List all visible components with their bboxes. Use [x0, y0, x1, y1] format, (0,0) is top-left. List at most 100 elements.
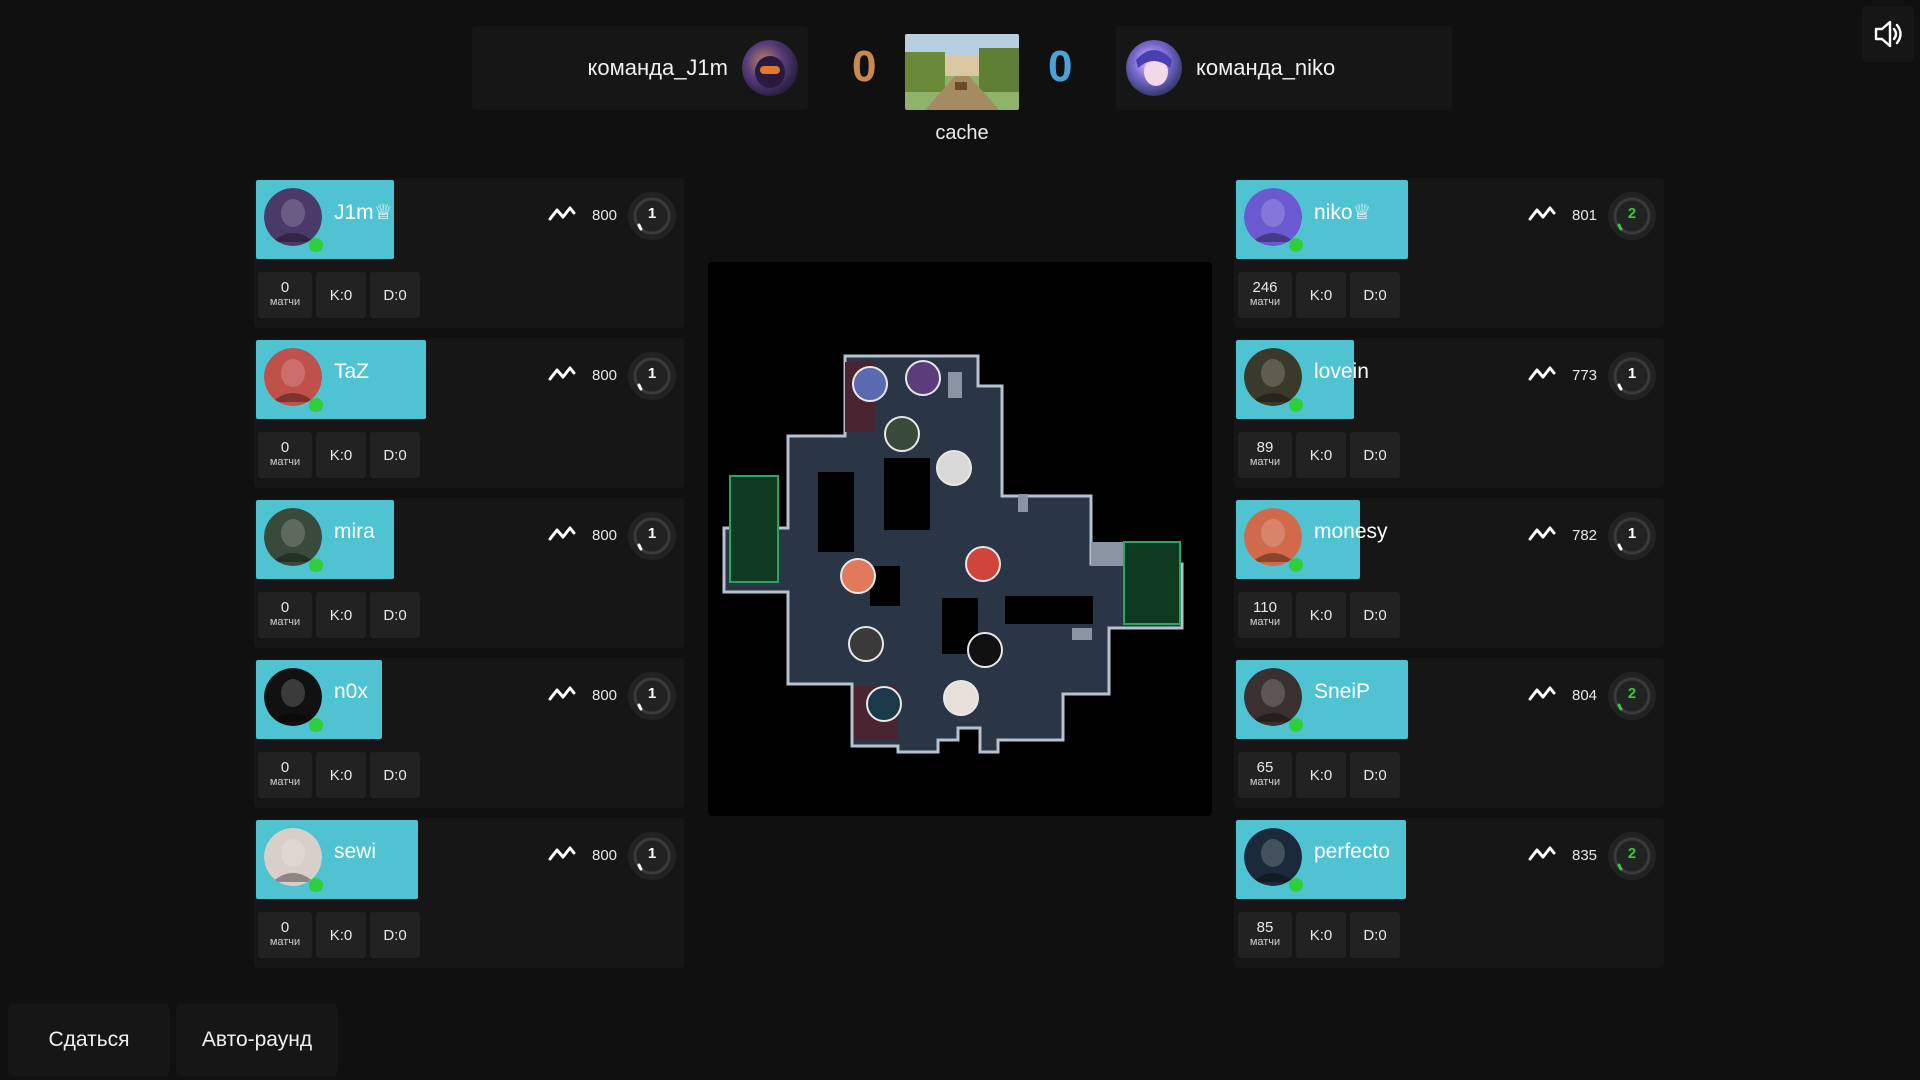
surrender-button[interactable]: Сдаться	[8, 1004, 170, 1076]
player-avatar	[264, 188, 322, 246]
matches-count: 0 матчи	[258, 912, 312, 958]
level-number: 1	[1627, 525, 1637, 542]
elo-value: 800	[592, 367, 618, 384]
level-number: 1	[647, 365, 657, 382]
player-card-left-2[interactable]: mira 800 1 0 матчи K:0 D:0	[254, 498, 684, 648]
map-player-marker	[936, 450, 972, 486]
elo-value: 801	[1572, 207, 1598, 224]
map-player-marker	[943, 680, 979, 716]
deaths-count: D:0	[1350, 432, 1400, 478]
player-name-box: SneiP	[1236, 660, 1408, 739]
level-badge: 2	[1608, 672, 1656, 720]
elo-value: 800	[592, 527, 618, 544]
crown-icon: ♕	[1352, 201, 1372, 224]
level-number: 1	[647, 685, 657, 702]
team-left-name: команда_J1m	[587, 55, 729, 80]
deaths-count: D:0	[370, 432, 420, 478]
kills-count: K:0	[316, 432, 366, 478]
online-status-dot	[1289, 558, 1303, 572]
level-number: 2	[1627, 845, 1637, 862]
player-avatar	[1244, 188, 1302, 246]
speaker-volume-icon	[1874, 20, 1902, 48]
sound-toggle-button[interactable]	[1862, 6, 1914, 62]
deaths-count: D:0	[370, 272, 420, 318]
player-name: perfecto	[1314, 840, 1390, 863]
matches-count: 110 матчи	[1238, 592, 1292, 638]
online-status-dot	[1289, 878, 1303, 892]
player-name-box: niko♕	[1236, 180, 1408, 259]
team-left-avatar	[742, 40, 798, 96]
team-left-score: 0	[852, 42, 877, 91]
online-status-dot	[1289, 238, 1303, 252]
player-card-right-2[interactable]: monesy 782 1 110 матчи K:0 D:0	[1234, 498, 1664, 648]
player-name: monesy	[1314, 520, 1388, 543]
deaths-count: D:0	[370, 912, 420, 958]
player-card-right-0[interactable]: niko♕ 801 2 246 матчи K:0 D:0	[1234, 178, 1664, 328]
map-player-marker	[866, 686, 902, 722]
matches-count: 85 матчи	[1238, 912, 1292, 958]
online-status-dot	[309, 718, 323, 732]
team-left-header: команда_J1m	[472, 26, 808, 110]
elo-value: 782	[1572, 527, 1598, 544]
level-badge: 1	[1608, 512, 1656, 560]
kills-count: K:0	[316, 272, 366, 318]
player-avatar	[264, 508, 322, 566]
player-card-left-1[interactable]: TaZ 800 1 0 матчи K:0 D:0	[254, 338, 684, 488]
elo-trend-icon	[1528, 686, 1556, 701]
elo-value: 800	[592, 847, 618, 864]
elo-trend-icon	[548, 206, 576, 221]
player-card-right-3[interactable]: SneiP 804 2 65 матчи K:0 D:0	[1234, 658, 1664, 808]
player-name-box: monesy	[1236, 500, 1388, 579]
player-card-right-4[interactable]: perfecto 835 2 85 матчи K:0 D:0	[1234, 818, 1664, 968]
deaths-count: D:0	[1350, 592, 1400, 638]
player-card-right-1[interactable]: lovein 773 1 89 матчи K:0 D:0	[1234, 338, 1664, 488]
map-layout	[722, 354, 1184, 754]
elo-trend-icon	[548, 526, 576, 541]
player-name: lovein	[1314, 360, 1369, 383]
level-badge: 1	[628, 672, 676, 720]
elo-value: 800	[592, 687, 618, 704]
level-number: 1	[647, 205, 657, 222]
auto-round-button[interactable]: Авто-раунд	[176, 1004, 338, 1076]
online-status-dot	[309, 558, 323, 572]
player-avatar	[1244, 508, 1302, 566]
team-right-score: 0	[1048, 42, 1073, 91]
kills-count: K:0	[1296, 912, 1346, 958]
elo-trend-icon	[548, 686, 576, 701]
player-card-left-0[interactable]: J1m♕ 800 1 0 матчи K:0 D:0	[254, 178, 684, 328]
elo-trend-icon	[1528, 846, 1556, 861]
kills-count: K:0	[1296, 752, 1346, 798]
online-status-dot	[309, 878, 323, 892]
level-badge: 2	[1608, 832, 1656, 880]
elo-trend-icon	[1528, 526, 1556, 541]
level-number: 1	[647, 845, 657, 862]
matches-count: 0 матчи	[258, 432, 312, 478]
player-avatar	[264, 828, 322, 886]
elo-trend-icon	[1528, 206, 1556, 221]
level-badge: 2	[1608, 192, 1656, 240]
level-number: 2	[1627, 205, 1637, 222]
map-name: cache	[935, 122, 989, 144]
elo-value: 804	[1572, 687, 1598, 704]
team-right-name: команда_niko	[1196, 55, 1336, 80]
player-name: TaZ	[334, 360, 370, 383]
level-badge: 1	[628, 512, 676, 560]
map-player-marker	[965, 546, 1001, 582]
player-avatar	[264, 668, 322, 726]
player-card-left-3[interactable]: n0x 800 1 0 матчи K:0 D:0	[254, 658, 684, 808]
level-badge: 1	[628, 352, 676, 400]
player-card-left-4[interactable]: sewi 800 1 0 матчи K:0 D:0	[254, 818, 684, 968]
matches-count: 0 матчи	[258, 272, 312, 318]
player-avatar	[1244, 828, 1302, 886]
elo-trend-icon	[1528, 366, 1556, 381]
player-name-box: TaZ	[256, 340, 426, 419]
kills-count: K:0	[1296, 272, 1346, 318]
map-player-marker	[852, 366, 888, 402]
player-avatar	[1244, 348, 1302, 406]
crown-icon: ♕	[373, 201, 393, 224]
matches-count: 0 матчи	[258, 752, 312, 798]
player-name-box: mira	[256, 500, 394, 579]
team-right-avatar	[1126, 40, 1182, 96]
kills-count: K:0	[316, 592, 366, 638]
